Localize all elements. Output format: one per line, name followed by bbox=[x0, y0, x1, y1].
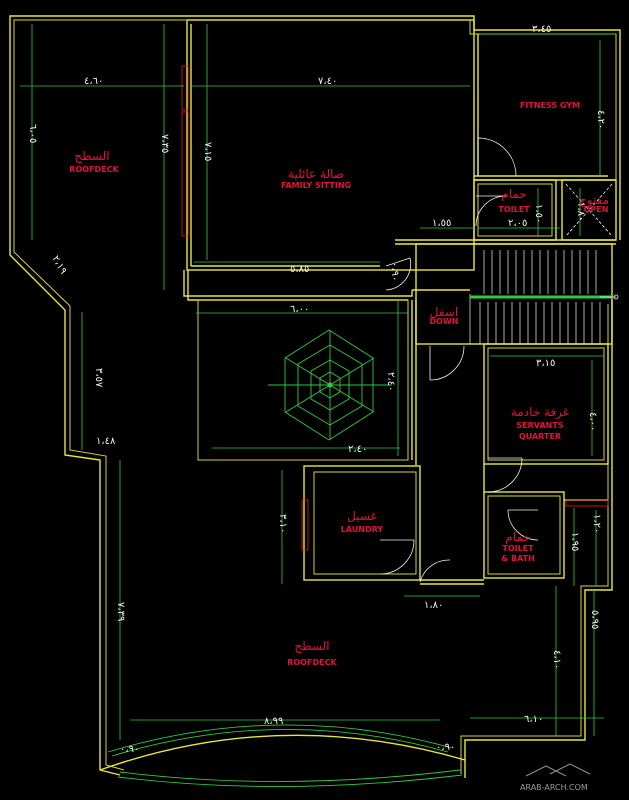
dim-180b: ١،٨٠ bbox=[424, 600, 443, 611]
roofdeck-top-label-en: ROOFDECK bbox=[69, 165, 119, 174]
servants-label-ar: غرفة خادمة bbox=[511, 405, 569, 420]
dim-899: ٨،٩٩ bbox=[264, 716, 283, 727]
dim-315: ٣،١٥ bbox=[536, 358, 555, 369]
dim-410: ٤،١٠ bbox=[551, 650, 562, 669]
dim-195: ١،٩٥ bbox=[569, 532, 580, 551]
roofdeck-bottom-label-ar: السطح bbox=[294, 639, 329, 653]
dim-310: ٣،١٠ bbox=[277, 514, 288, 533]
dim-739: ٧،٣٩ bbox=[115, 602, 126, 621]
dim-740: ٧،٤٠ bbox=[318, 76, 337, 87]
dim-090c: ٠،٩٠ bbox=[436, 742, 455, 753]
interior-walls bbox=[183, 19, 617, 585]
laundry-label-ar: غسيل bbox=[347, 509, 377, 523]
dim-600: ٦،٠٠ bbox=[290, 304, 309, 315]
dim-090: ٠،٩٠ bbox=[389, 262, 400, 281]
dim-585: ٥،٨٥ bbox=[290, 264, 309, 275]
family-sitting-label-ar: صالة عائلية bbox=[288, 167, 344, 181]
dim-610: ٦،١٠ bbox=[524, 714, 543, 725]
toilet-bath-label-en2: & BATH bbox=[501, 554, 535, 563]
open-label-en: OPEN bbox=[584, 205, 609, 214]
dim-180: ١،٨٠ bbox=[575, 202, 586, 221]
dim-148: ١،٤٨ bbox=[96, 436, 116, 447]
open-shaft-cross bbox=[565, 183, 613, 237]
servants-label-en2: QUARTER bbox=[519, 432, 561, 441]
dim-460: ٤،٦٠ bbox=[84, 76, 103, 87]
dim-595: ٥،٩٥ bbox=[589, 610, 600, 629]
dim-715: ٧،١٥ bbox=[202, 142, 213, 161]
room-labels: السطح ROOFDECK صالة عائلية FAMILY SITTIN… bbox=[69, 101, 609, 667]
dimension-labels: ٤،٦٠ ٧،٤٠ ٣،٤٥ ٤،٢٠ ٦،٠٥ ٧،٣٥ ٧،١٥ ١،٥٥ … bbox=[27, 24, 606, 755]
fitness-gym-label: FITNESS GYM bbox=[520, 101, 580, 110]
dim-120: ١،٢٠ bbox=[591, 514, 602, 533]
dim-155: ١،٥٥ bbox=[432, 218, 451, 229]
dim-090b: ٠،٩٠ bbox=[120, 744, 139, 755]
down-label-ar: اسفل bbox=[430, 305, 459, 319]
dimension-lines bbox=[20, 24, 616, 740]
open-label-ar: مفتوح bbox=[579, 193, 609, 208]
toilet-bath-label-ar: حمام bbox=[505, 530, 530, 544]
dim-240b: ٢،٤٠ bbox=[348, 444, 367, 455]
doors bbox=[379, 137, 539, 583]
roofdeck-top-label-ar: السطح bbox=[74, 149, 109, 163]
toilet-top-label-ar: حمام bbox=[501, 187, 526, 201]
hexagonal-skylight bbox=[268, 329, 392, 441]
dim-420: ٤،٢٠ bbox=[595, 110, 606, 129]
servants-label-en1: SERVANTS bbox=[516, 421, 563, 430]
dim-345: ٣،٤٥ bbox=[532, 24, 551, 35]
toilet-top-label-en: TOILET bbox=[498, 205, 530, 214]
family-sitting-label-en: FAMILY SITTING bbox=[281, 181, 351, 190]
toilet-bath-label-en1: TOILET bbox=[502, 544, 534, 553]
dim-357: ٣،٥٧ bbox=[93, 368, 104, 388]
curved-balcony bbox=[99, 724, 466, 787]
dim-219: ٢،١٩ bbox=[49, 254, 68, 276]
watermark-text: ARAB-ARCH.COM bbox=[520, 783, 588, 792]
dim-735: ٧،٣٥ bbox=[159, 134, 170, 153]
watermark: ARAB-ARCH.COM bbox=[520, 763, 591, 792]
dim-400: ٤،٠٠ bbox=[587, 412, 598, 431]
dim-605: ٦،٠٥ bbox=[27, 124, 38, 143]
laundry-label-en: LAUNDRY bbox=[341, 525, 384, 534]
dim-205: ٢،٠٥ bbox=[508, 218, 527, 229]
windows bbox=[181, 65, 609, 551]
staircase bbox=[469, 250, 619, 344]
down-label-en: DOWN bbox=[430, 317, 459, 326]
dim-240: ٢،٤٠ bbox=[385, 372, 396, 391]
roofdeck-bottom-label-en: ROOFDECK bbox=[287, 658, 337, 667]
dim-150: ١،٥٠ bbox=[533, 204, 544, 223]
